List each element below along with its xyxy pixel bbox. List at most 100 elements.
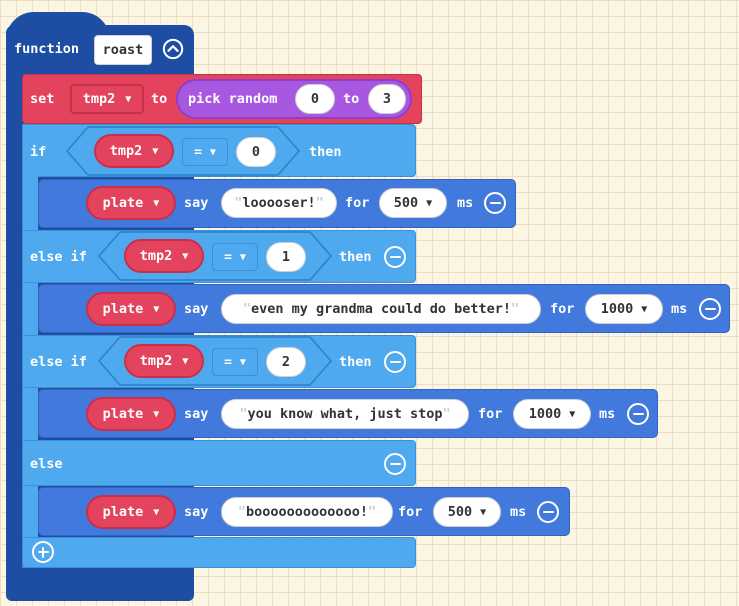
sprite-dropdown[interactable]: plate ▼	[86, 186, 176, 220]
function-name-field[interactable]: roast	[94, 35, 152, 65]
minus-circle-icon[interactable]	[537, 501, 559, 523]
caret-down-icon: ▼	[182, 250, 189, 262]
function-keyword: function	[14, 41, 80, 58]
caret-down-icon: ▼	[152, 145, 159, 157]
duration-dropdown[interactable]: 1000 ▼	[585, 294, 663, 324]
else-header[interactable]	[22, 440, 416, 486]
operator-dropdown[interactable]: =▼	[212, 348, 258, 376]
then-keyword: then	[339, 249, 372, 266]
say-keyword: say	[184, 406, 209, 423]
caret-down-icon: ▼	[641, 303, 648, 315]
else-if-keyword: else if	[30, 354, 87, 371]
condition-variable[interactable]: tmp2 ▼	[124, 344, 204, 378]
caret-down-icon: ▼	[426, 197, 433, 209]
caret-down-icon: ▼	[153, 197, 160, 209]
compare-value: 1	[281, 249, 291, 265]
caret-down-icon: ▼	[182, 355, 189, 367]
random-max-input[interactable]: 3	[368, 84, 406, 114]
ms-label: ms	[599, 406, 616, 423]
function-name: roast	[102, 42, 144, 58]
pick-random-label: pick random	[188, 91, 278, 108]
duration-value: 500	[393, 195, 419, 211]
compare-value: 2	[281, 354, 291, 370]
random-min-input[interactable]: 0	[295, 84, 335, 114]
condition-variable-label: tmp2	[139, 353, 173, 369]
say-keyword: say	[184, 195, 209, 212]
ms-label: ms	[671, 301, 688, 318]
sprite-dropdown[interactable]: plate ▼	[86, 292, 176, 326]
else-keyword: else	[30, 456, 63, 473]
for-keyword: for	[398, 504, 423, 521]
operator-dropdown[interactable]: =▼	[182, 138, 228, 166]
say-text: looooser!	[242, 195, 316, 211]
plus-circle-icon[interactable]	[32, 541, 54, 563]
minus-circle-icon[interactable]	[699, 298, 721, 320]
caret-down-icon: ▼	[209, 146, 216, 158]
caret-down-icon: ▼	[153, 506, 160, 518]
caret-down-icon: ▼	[480, 506, 487, 518]
caret-down-icon: ▼	[239, 251, 246, 263]
chevron-up-icon	[162, 38, 184, 60]
minus-circle-icon[interactable]	[484, 192, 506, 214]
sprite-label: plate	[102, 406, 144, 422]
say-text-input[interactable]: "you know what, just stop"	[221, 399, 469, 429]
duration-dropdown[interactable]: 500 ▼	[379, 188, 447, 218]
say-text: booooooooooooo!	[246, 504, 368, 520]
condition-variable-label: tmp2	[109, 143, 143, 159]
condition-variable-label: tmp2	[139, 248, 173, 264]
say-text-input[interactable]: "even my grandma could do better!"	[221, 294, 541, 324]
compare-value-input[interactable]: 0	[236, 137, 276, 167]
sprite-label: plate	[102, 504, 144, 520]
say-keyword: say	[184, 301, 209, 318]
compare-value-input[interactable]: 1	[266, 242, 306, 272]
set-to-label: to	[151, 91, 168, 108]
say-text-input[interactable]: "booooooooooooo!"	[221, 497, 393, 527]
caret-down-icon: ▼	[239, 356, 246, 368]
minus-circle-icon[interactable]	[384, 246, 406, 268]
sprite-dropdown[interactable]: plate ▼	[86, 397, 176, 431]
if-keyword: if	[30, 144, 47, 161]
random-min-value: 0	[310, 91, 320, 107]
for-keyword: for	[478, 406, 503, 423]
operator-label: =	[194, 144, 202, 160]
compare-value: 0	[251, 144, 261, 160]
minus-circle-icon[interactable]	[384, 453, 406, 475]
sprite-dropdown[interactable]: plate ▼	[86, 495, 176, 529]
duration-dropdown[interactable]: 500 ▼	[433, 497, 501, 527]
caret-down-icon: ▼	[569, 408, 576, 420]
caret-down-icon: ▼	[153, 408, 160, 420]
caret-down-icon: ▼	[153, 303, 160, 315]
then-keyword: then	[339, 354, 372, 371]
operator-dropdown[interactable]: =▼	[212, 243, 258, 271]
for-keyword: for	[550, 301, 575, 318]
if-footer	[22, 537, 416, 568]
sprite-label: plate	[102, 301, 144, 317]
duration-value: 1000	[528, 406, 562, 422]
compare-value-input[interactable]: 2	[266, 347, 306, 377]
sprite-label: plate	[102, 195, 144, 211]
say-text: you know what, just stop	[247, 406, 443, 422]
duration-value: 1000	[600, 301, 634, 317]
say-keyword: say	[184, 504, 209, 521]
duration-value: 500	[447, 504, 473, 520]
collapse-button[interactable]	[162, 38, 186, 62]
ms-label: ms	[457, 195, 474, 212]
operator-label: =	[224, 249, 232, 265]
for-keyword: for	[345, 195, 370, 212]
set-variable-label: tmp2	[82, 91, 116, 107]
minus-circle-icon[interactable]	[627, 403, 649, 425]
condition-variable[interactable]: tmp2 ▼	[94, 134, 174, 168]
else-if-keyword: else if	[30, 249, 87, 266]
duration-dropdown[interactable]: 1000 ▼	[513, 399, 591, 429]
minus-circle-icon[interactable]	[384, 351, 406, 373]
ms-label: ms	[510, 504, 527, 521]
then-keyword: then	[309, 144, 342, 161]
say-text-input[interactable]: "looooser!"	[221, 188, 337, 218]
condition-variable[interactable]: tmp2 ▼	[124, 239, 204, 273]
set-variable-dropdown[interactable]: tmp2 ▼	[70, 84, 144, 114]
operator-label: =	[224, 354, 232, 370]
say-text: even my grandma could do better!	[250, 301, 512, 317]
random-to-label: to	[343, 91, 360, 108]
caret-down-icon: ▼	[125, 93, 132, 105]
set-keyword: set	[30, 91, 55, 108]
